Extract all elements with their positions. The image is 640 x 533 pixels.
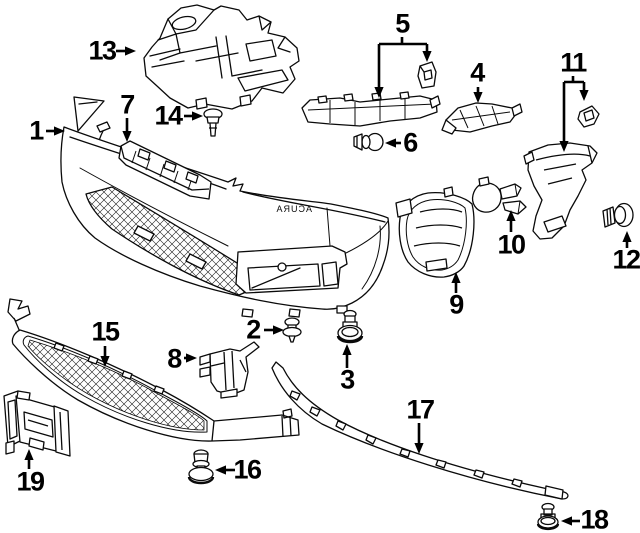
part-bolt-16 [187,449,215,485]
part-clip-18 [536,502,560,531]
part-fog-bracket [471,176,527,215]
part-clip-14 [203,108,223,137]
part-clip-2 [282,317,302,343]
part-air-guide-assembly [143,4,300,110]
callout-1[interactable]: 1 [29,115,44,146]
part-clip-5 [417,61,437,89]
callout-2[interactable]: 2 [246,314,261,345]
callout-leaders [24,37,632,526]
callout-16[interactable]: 16 [233,454,262,485]
part-screw-12 [602,202,634,228]
callout-7[interactable]: 7 [120,89,135,120]
callout-19[interactable]: 19 [16,466,45,497]
callout-6[interactable]: 6 [403,127,418,158]
callout-5[interactable]: 5 [395,8,410,39]
part-clip-11 [577,105,600,128]
callout-17[interactable]: 17 [406,394,435,425]
callout-11[interactable]: 11 [560,47,587,78]
callout-8[interactable]: 8 [167,343,182,374]
part-side-bracket-4 [441,102,523,135]
part-bracket-8 [199,341,260,399]
callout-4[interactable]: 4 [470,57,485,88]
part-absorber [118,140,212,200]
part-fog-garnish [395,186,475,278]
callout-13[interactable]: 13 [88,35,117,66]
part-bumper-cover: ACURA [60,96,390,318]
part-side-bracket-11 [523,142,598,240]
callout-12[interactable]: 12 [612,244,640,275]
part-lower-trim [271,361,569,500]
part-grille [7,298,300,442]
bumper-logo-text: ACURA [275,204,312,214]
callout-9[interactable]: 9 [449,289,464,320]
part-clip-3 [336,309,364,344]
callout-10[interactable]: 10 [497,229,526,260]
callout-3[interactable]: 3 [340,364,355,395]
callout-18[interactable]: 18 [580,504,609,533]
part-license-bracket [3,390,71,457]
callout-15[interactable]: 15 [91,316,120,347]
part-upper-beam [301,91,441,127]
callout-14[interactable]: 14 [154,100,183,131]
part-screw-6 [353,132,384,152]
